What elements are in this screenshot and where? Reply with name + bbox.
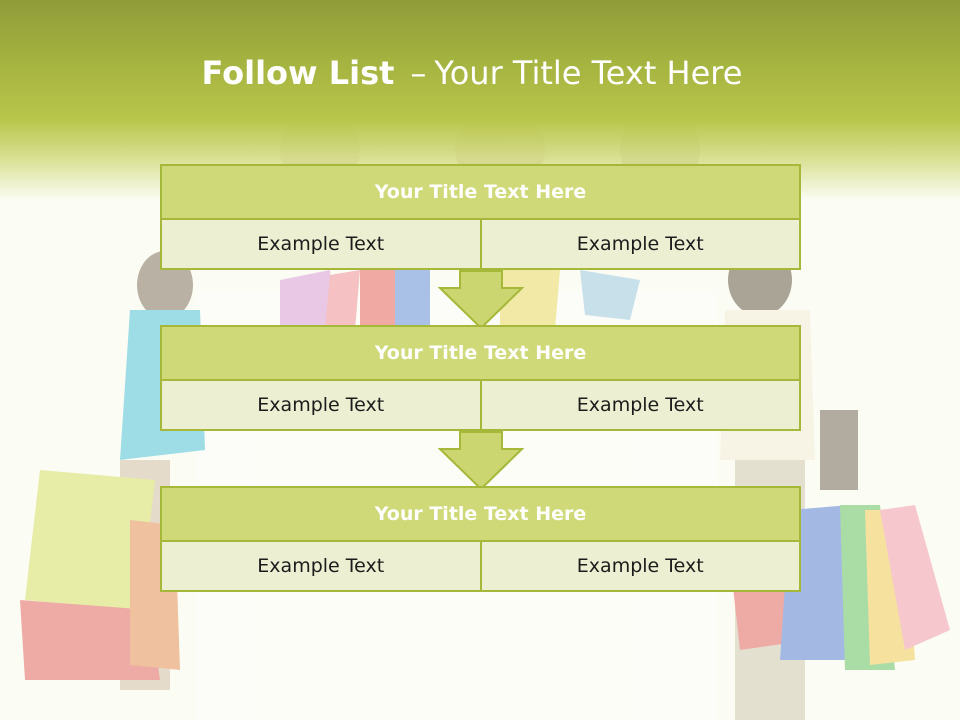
block-row: Example Text Example Text bbox=[160, 220, 801, 270]
block-title: Your Title Text Here bbox=[160, 164, 801, 220]
block-row: Example Text Example Text bbox=[160, 542, 801, 592]
block-title: Your Title Text Here bbox=[160, 486, 801, 542]
down-arrow-icon bbox=[438, 270, 524, 330]
list-block-2: Your Title Text Here Example Text Exampl… bbox=[160, 325, 801, 431]
slide-title: Follow List–Your Title Text Here bbox=[0, 54, 944, 92]
block-row: Example Text Example Text bbox=[160, 381, 801, 431]
block-cell-left: Example Text bbox=[160, 542, 482, 592]
title-rest: Your Title Text Here bbox=[434, 54, 743, 92]
block-cell-right: Example Text bbox=[481, 381, 801, 431]
block-cell-left: Example Text bbox=[160, 381, 482, 431]
block-cell-left: Example Text bbox=[160, 220, 482, 270]
title-separator: – bbox=[410, 54, 427, 92]
block-cell-right: Example Text bbox=[481, 220, 801, 270]
list-block-1: Your Title Text Here Example Text Exampl… bbox=[160, 164, 801, 270]
down-arrow-icon bbox=[438, 431, 524, 491]
title-bold-part: Follow List bbox=[201, 54, 395, 92]
block-cell-right: Example Text bbox=[481, 542, 801, 592]
list-block-3: Your Title Text Here Example Text Exampl… bbox=[160, 486, 801, 592]
block-title: Your Title Text Here bbox=[160, 325, 801, 381]
